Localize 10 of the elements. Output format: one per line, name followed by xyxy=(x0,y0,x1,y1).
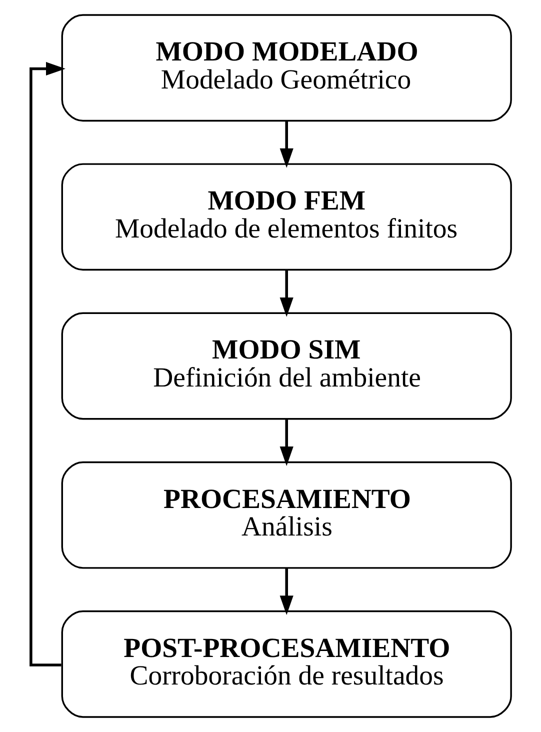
node-box: PROCESAMIENTO Análisis xyxy=(60,461,512,569)
arrow xyxy=(279,270,293,317)
node-box: MODO SIM Definición del ambiente xyxy=(60,312,512,420)
node-box: POST-PROCESAMIENTO Corroboración de resultados xyxy=(60,610,512,718)
arrow xyxy=(279,120,293,168)
arrow xyxy=(279,418,293,466)
arrow xyxy=(279,568,293,616)
node-box: MODO MODELADO Modelado Geométrico xyxy=(60,14,512,122)
node-box: MODO FEM Modelado de elementos finitos xyxy=(60,163,512,271)
arrow xyxy=(29,62,65,666)
